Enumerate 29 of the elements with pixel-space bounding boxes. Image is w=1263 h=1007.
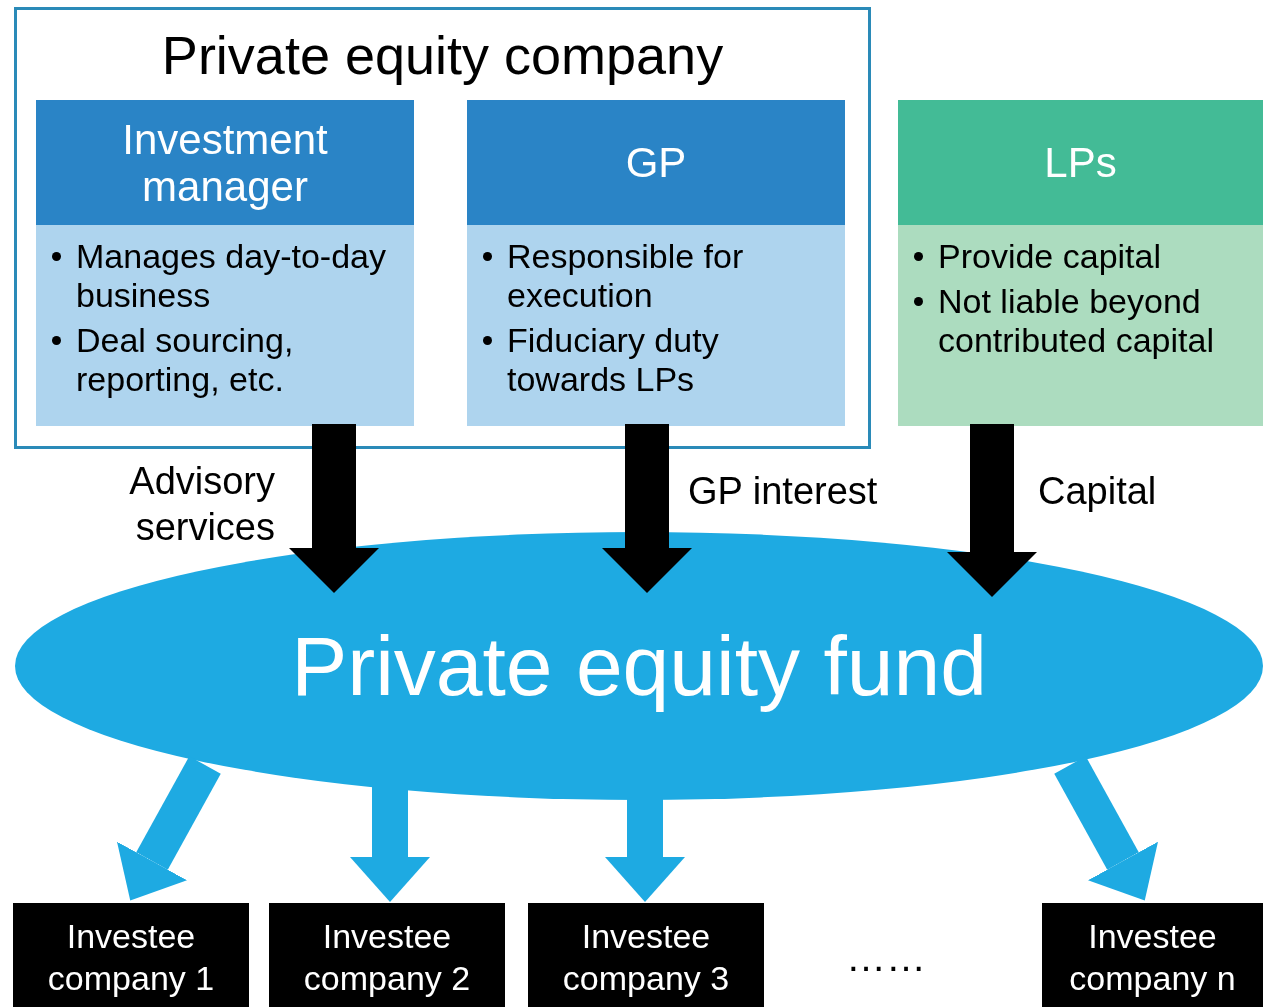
role-card <box>36 100 414 426</box>
company-box: Investee company 3 <box>528 903 764 1007</box>
arrow <box>947 424 1037 597</box>
edge-label: GP interest <box>688 469 879 514</box>
company-box: Investee company 2 <box>269 903 505 1007</box>
bullet-text: Manages day-to-day business <box>76 237 386 314</box>
role-card <box>467 100 845 426</box>
card-heading: Investment manager <box>36 100 414 225</box>
company-frame <box>14 7 871 449</box>
ellipsis-label: …… <box>846 935 926 980</box>
arrow <box>350 785 430 902</box>
card-heading: GP <box>467 100 845 225</box>
fund-title: Private equity fund <box>291 617 987 715</box>
bullet-text: Responsible for execution <box>507 237 744 314</box>
bullet-text: Fiduciary duty towards LPs <box>507 321 719 398</box>
edge-label: Capital <box>1038 469 1158 514</box>
company-box: Investee company 1 <box>13 903 249 1007</box>
bullet-text: Provide capital <box>938 237 1161 275</box>
arrow <box>289 424 379 593</box>
company-box: Investee company n <box>1042 903 1263 1007</box>
bullet-text: Deal sourcing, reporting, etc. <box>76 321 294 398</box>
bullet-text: Not liable beyond contributed capital <box>938 282 1214 359</box>
arrow <box>602 424 692 593</box>
frame-title: Private equity company <box>160 24 725 86</box>
role-card <box>898 100 1263 426</box>
card-heading: LPs <box>898 100 1263 225</box>
arrow <box>117 756 221 901</box>
arrow <box>1054 756 1158 901</box>
edge-label: Advisory services <box>128 459 275 550</box>
